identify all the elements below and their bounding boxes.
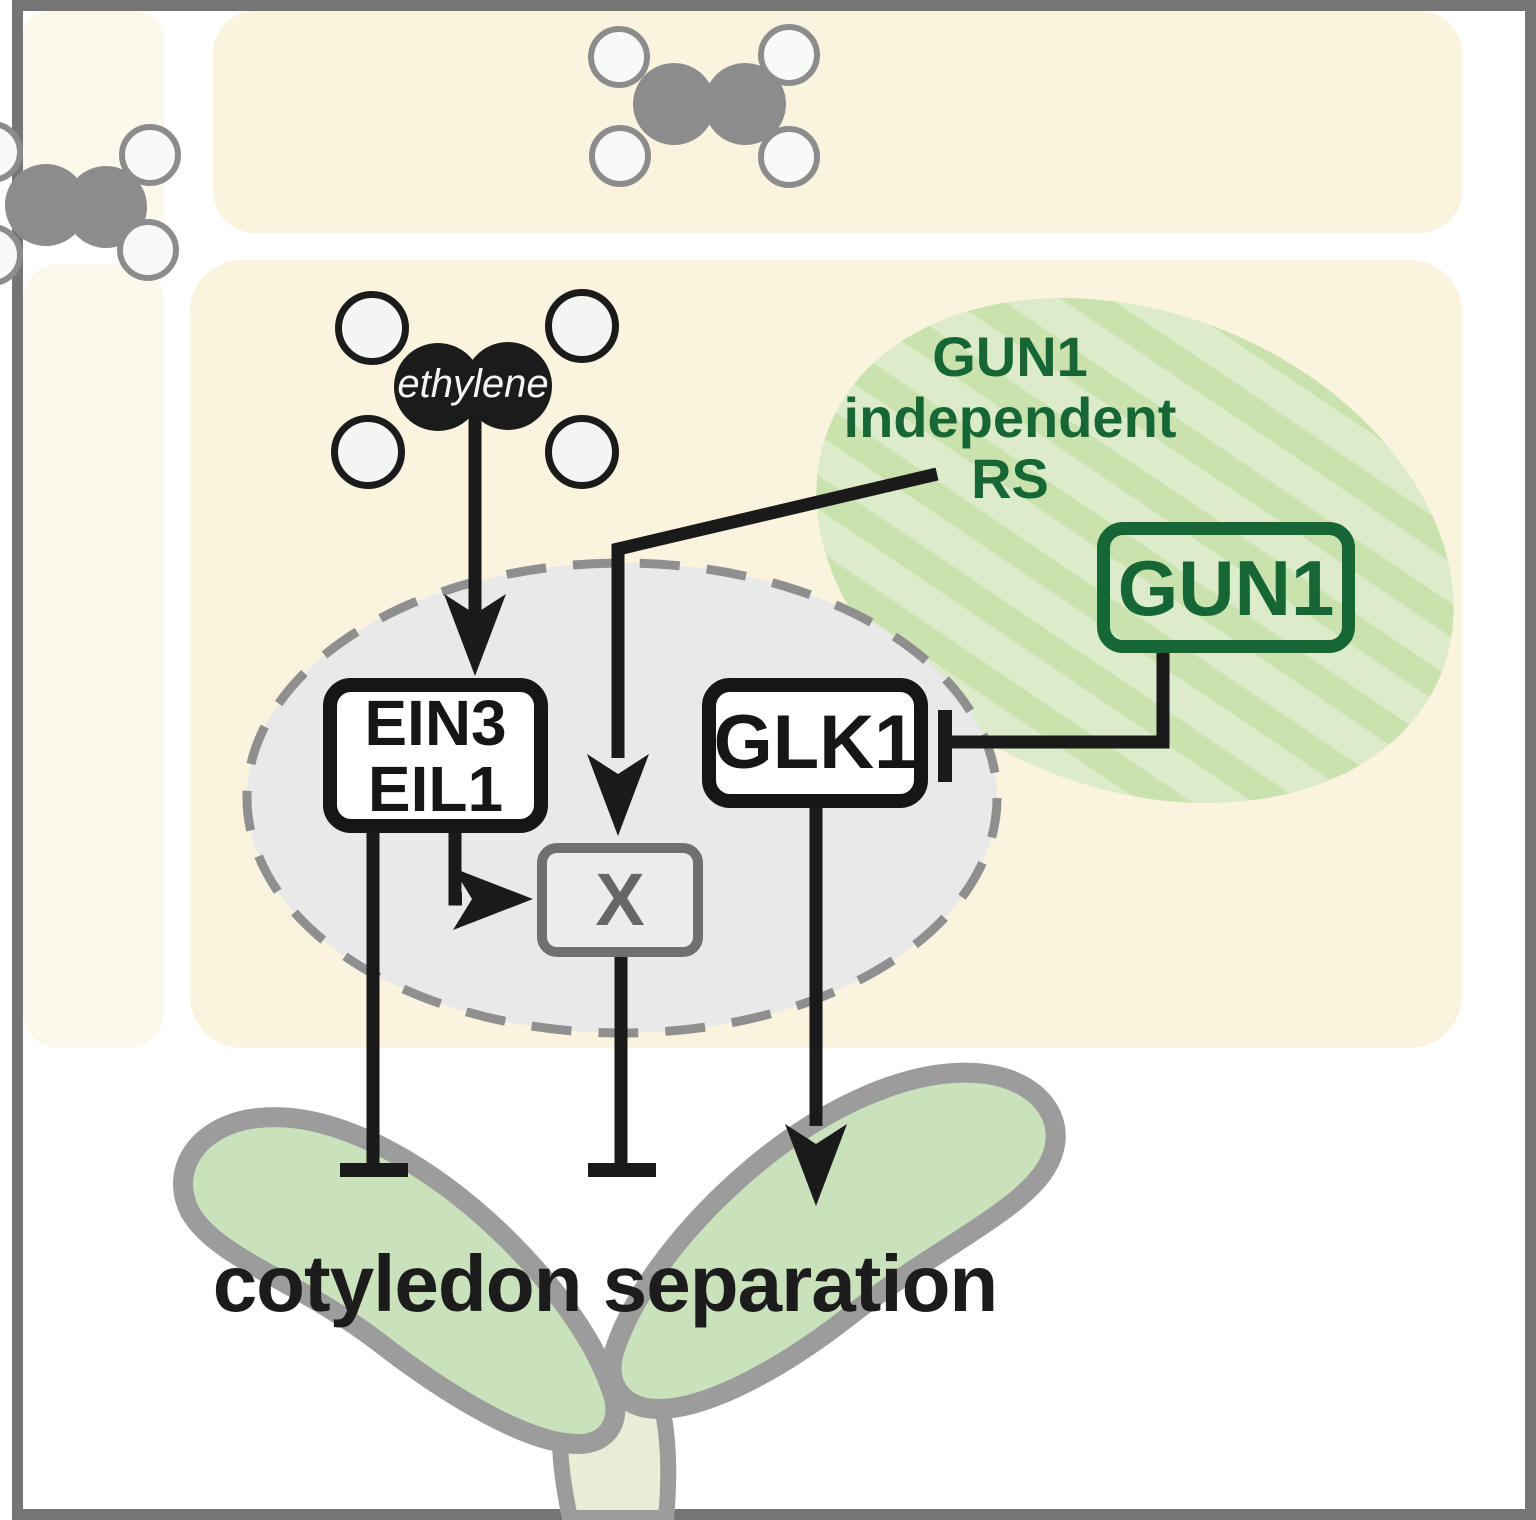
cell-background-top — [213, 11, 1462, 233]
gun1-label: GUN1 — [1117, 543, 1335, 632]
cell-background-left — [23, 264, 164, 1048]
inhibition-bar-x — [588, 1163, 656, 1177]
glk1-box: GLK1 — [702, 678, 928, 808]
gun1-box: GUN1 — [1097, 522, 1355, 653]
figure-frame — [12, 0, 1536, 1520]
arrowhead-ein3-to-x — [453, 868, 533, 930]
inhibition-bar-ein3 — [340, 1163, 408, 1177]
glk1-label: GLK1 — [713, 700, 917, 785]
edge-gun1-to-glk1 — [950, 653, 1170, 749]
arrowhead-rs-to-x — [587, 754, 649, 836]
x-factor-box: X — [537, 843, 703, 957]
gun1-independent-rs-caption: GUN1 independent RS — [820, 326, 1200, 509]
caption-line-1: GUN1 — [932, 325, 1088, 388]
right-cotyledon-leaf — [601, 1062, 1066, 1419]
arrowhead-ethylene-to-ein3 — [444, 594, 506, 676]
inhibition-bar-gun1 — [938, 710, 952, 782]
caption-line-2: independent — [843, 386, 1177, 449]
ein3-label: EIN3 — [364, 686, 507, 759]
ein3-eil1-box: EIN3 EIL1 — [323, 678, 548, 833]
arrowhead-glk1-to-cotyledon — [785, 1124, 847, 1206]
edge-rs-to-x — [611, 467, 939, 758]
ethylene-label: ethylene — [397, 362, 549, 406]
caption-line-3: RS — [971, 447, 1049, 510]
edge-ein3-to-x — [448, 833, 462, 906]
eil1-label: EIL1 — [367, 752, 504, 825]
x-label: X — [595, 858, 645, 941]
cotyledon-separation-label: cotyledon separation — [212, 1239, 999, 1328]
